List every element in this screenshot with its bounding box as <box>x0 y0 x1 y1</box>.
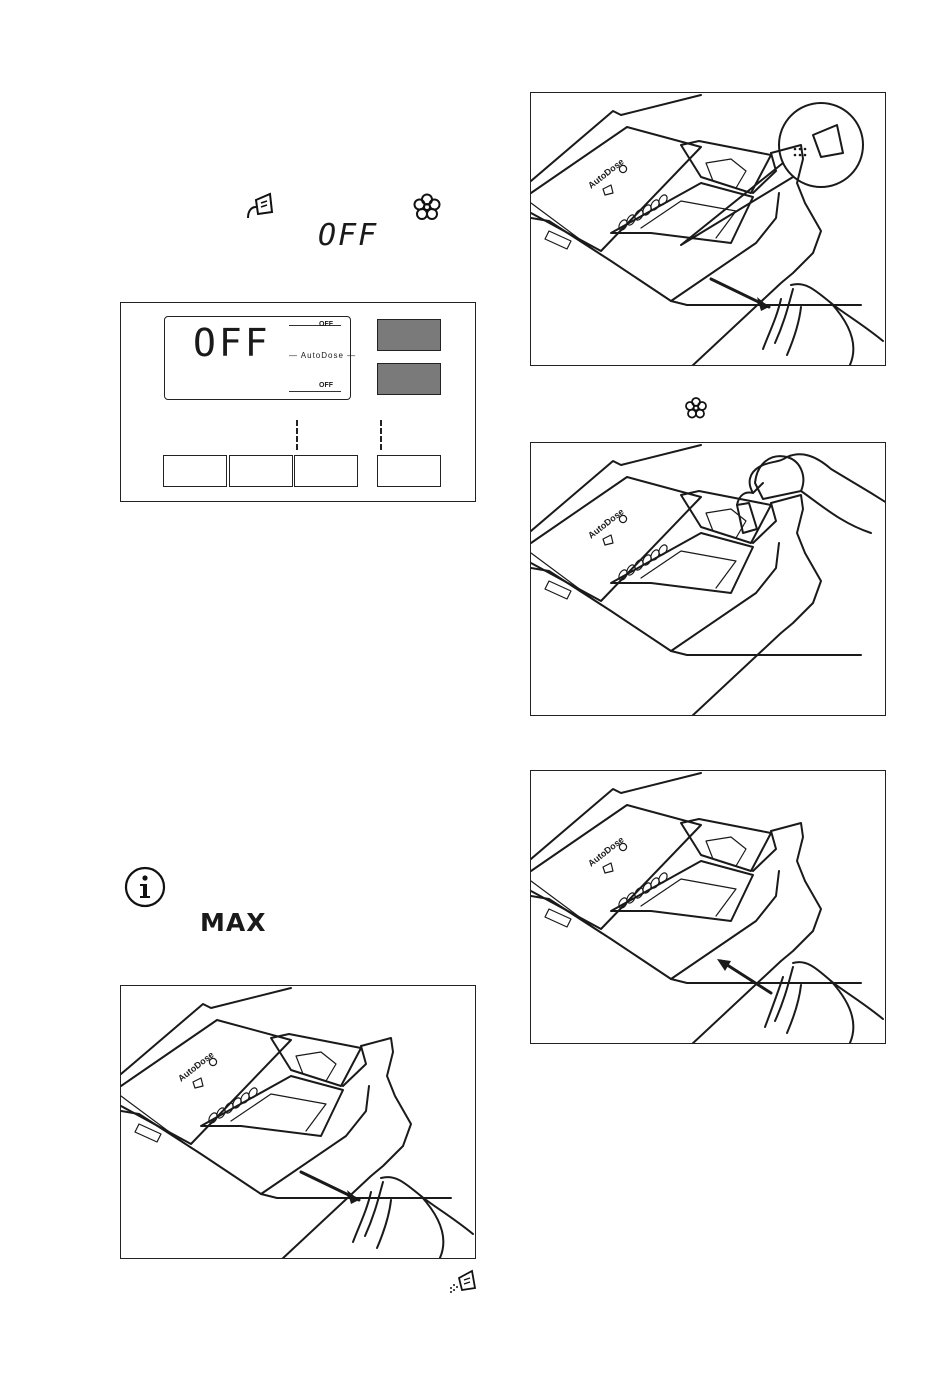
drawer-illustration: AutoDose <box>531 445 886 716</box>
lid-detergent-icon <box>603 863 613 873</box>
drawer-front-inner <box>753 503 776 543</box>
main-wash-compartment <box>201 1076 343 1136</box>
drawer-front-inner <box>753 831 776 871</box>
drawer-front-outer <box>281 1038 411 1259</box>
drawer-illustration: AutoDose <box>531 773 883 1044</box>
lid-side-line <box>531 553 601 605</box>
drawer-autodose-label: AutoDose <box>586 507 626 541</box>
drawer-figure-pull-magnified: AutoDose <box>530 92 886 366</box>
off-inline-text: OFF <box>318 218 378 253</box>
autodose-text: AutoDose <box>301 351 344 360</box>
softener-insert <box>296 1052 336 1081</box>
drawer-figure-pour-softener: AutoDose <box>530 442 886 716</box>
display-off-text: OFF <box>193 321 271 365</box>
hand-fingers <box>763 289 801 355</box>
main-wash-compartment <box>611 861 753 921</box>
lid-side-line <box>531 881 601 933</box>
housing-lower-edge <box>531 218 861 305</box>
main-wash-inner <box>641 551 736 588</box>
max-label: MAX <box>200 908 267 937</box>
lid-detergent-icon <box>193 1078 203 1088</box>
bottom-gray-button[interactable] <box>377 363 441 395</box>
softener-insert <box>706 837 746 866</box>
pour-stream <box>737 503 757 533</box>
magnify-powder-dot <box>794 148 797 151</box>
main-wash-inner <box>641 879 736 916</box>
autodose-label: — AutoDose — <box>289 351 356 360</box>
drawer-illustration: AutoDose <box>531 95 883 366</box>
bottom-button-4[interactable] <box>377 455 441 487</box>
top-gray-button[interactable] <box>377 319 441 351</box>
drawer-autodose-label: AutoDose <box>586 835 626 869</box>
drawer-illustration: AutoDose <box>121 988 473 1259</box>
bottle-body <box>755 456 803 499</box>
softener-flower-icon <box>412 192 442 222</box>
magnify-detergent-icon <box>813 125 843 157</box>
lid-detergent-icon <box>603 185 613 195</box>
bottom-button-1[interactable] <box>163 455 227 487</box>
pouring-hand-lower <box>801 491 871 533</box>
indicator-line-bottom <box>289 391 341 392</box>
info-icon <box>124 866 166 908</box>
drawer-front-outer <box>691 823 821 1044</box>
housing-lower-edge <box>531 568 861 655</box>
magnify-circle <box>779 103 863 187</box>
lid-side-line <box>121 1096 191 1148</box>
magnify-powder-dot <box>804 148 807 151</box>
drawer-front-inner <box>343 1046 366 1086</box>
drawer-figure-pull-out: AutoDose <box>120 985 476 1259</box>
drawer-autodose-label: AutoDose <box>586 157 626 191</box>
main-wash-compartment <box>611 533 753 593</box>
pointer-line-left <box>296 420 298 450</box>
drawer-front-inner <box>753 153 776 193</box>
lid-side-line <box>531 203 601 255</box>
indicator-line-top <box>289 325 341 326</box>
panel-display: OFF OFF — AutoDose — OFF <box>164 316 351 400</box>
hand-fingers <box>353 1182 391 1248</box>
main-wash-inner <box>231 1094 326 1131</box>
pouring-fingers <box>750 457 787 493</box>
indicator-bottom-off: OFF <box>319 382 333 389</box>
drawer-figure-push-in: AutoDose <box>530 770 886 1044</box>
magnify-powder-dot <box>804 154 807 157</box>
control-panel-figure: OFF OFF — AutoDose — OFF <box>120 302 476 502</box>
indicator-top-off: OFF <box>319 321 333 328</box>
drawer-autodose-label: AutoDose <box>176 1050 216 1084</box>
detergent-icon <box>244 190 276 222</box>
bottom-button-2[interactable] <box>229 455 293 487</box>
main-wash-compartment <box>611 183 753 243</box>
magnify-powder-dot <box>799 148 802 151</box>
magnify-powder-dot <box>799 154 802 157</box>
pointer-line-right <box>380 420 382 450</box>
softener-flower-icon-2 <box>684 396 708 420</box>
lid-detergent-icon <box>603 535 613 545</box>
hand-fingers <box>765 967 801 1033</box>
magnify-powder-dot <box>794 154 797 157</box>
housing-lower-edge <box>121 1111 451 1198</box>
bottom-button-3[interactable] <box>294 455 358 487</box>
hand-upper <box>381 1177 473 1234</box>
powder-detergent-icon <box>448 1268 478 1294</box>
drawer-front-outer <box>691 145 821 366</box>
softener-insert <box>706 159 746 188</box>
housing-lower-edge <box>531 896 861 983</box>
hand-upper <box>791 284 883 341</box>
